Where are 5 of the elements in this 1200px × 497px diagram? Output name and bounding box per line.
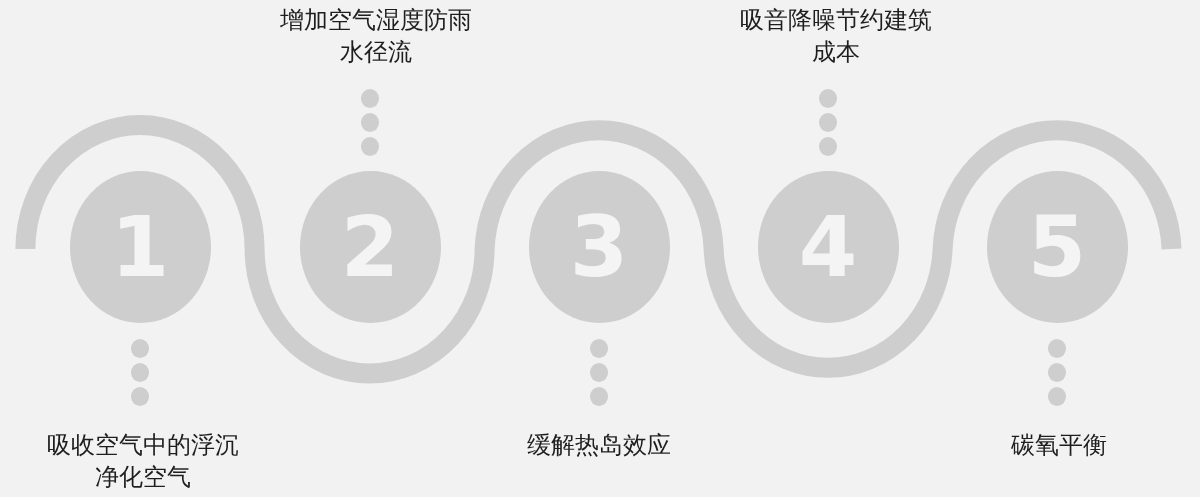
caption-text: 吸收空气中的浮沉净化空气: [46, 430, 240, 493]
caption-text: 缓解热岛效应: [527, 430, 671, 461]
caption-text: 吸音降噪节约建筑成本: [739, 5, 933, 68]
caption-text: 碳氧平衡: [1011, 430, 1107, 461]
caption-text: 增加空气湿度防雨水径流: [279, 5, 473, 68]
